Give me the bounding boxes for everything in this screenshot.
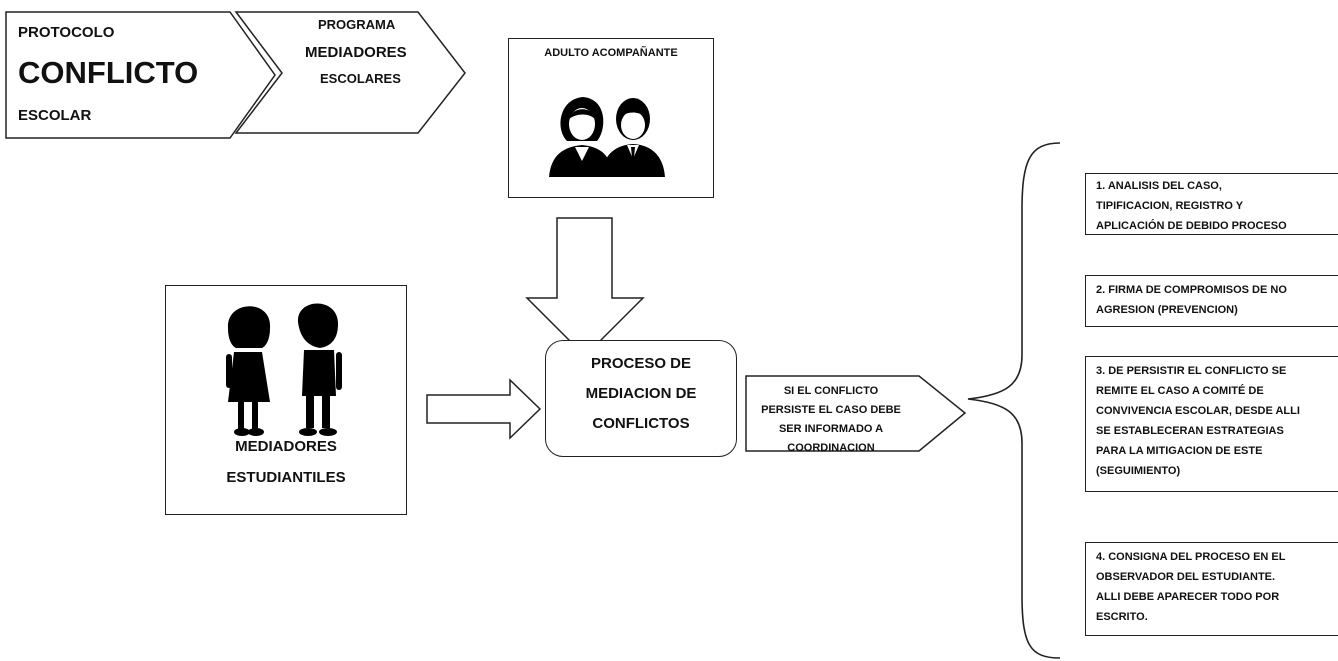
children-icon (226, 303, 342, 436)
proceso-line2: MEDIACION DE (585, 385, 697, 402)
mediadores-line2: ESTUDIANTILES (226, 469, 346, 486)
mediadores-box: MEDIADORES ESTUDIANTILES (165, 285, 407, 515)
step-1-text: 1. ANALISIS DEL CASO, TIPIFICACION, REGI… (1096, 180, 1287, 232)
programa-line2: MEDIADORES (305, 44, 407, 61)
proceso-line1: PROCESO DE (590, 355, 692, 372)
down-arrow (525, 217, 645, 358)
informe-line1: SI EL CONFLICTO (783, 385, 879, 397)
protocolo-line1: PROTOCOLO (18, 24, 115, 41)
informe-line2: PERSISTE EL CASO DEBE (761, 404, 901, 416)
protocolo-title: CONFLICTO (18, 55, 199, 90)
step-2-box: 2. FIRMA DE COMPROMISOS DE NO AGRESION (… (1085, 275, 1338, 327)
step-3-box: 3. DE PERSISTIR EL CONFLICTO SE REMITE E… (1085, 356, 1338, 492)
programa-line1: PROGRAMA (318, 17, 396, 32)
curly-brace (967, 142, 1061, 659)
step-1-box: 1. ANALISIS DEL CASO, TIPIFICACION, REGI… (1085, 173, 1338, 235)
programa-line3: ESCOLARES (320, 71, 401, 86)
mediadores-line1: MEDIADORES (235, 438, 337, 455)
right-arrow (426, 378, 542, 440)
informe-pentagon (745, 375, 967, 452)
protocolo-line3: ESCOLAR (18, 107, 92, 124)
adults-icon (549, 97, 665, 177)
informe-line4: COORDINACION (787, 442, 875, 454)
programa-chevron (234, 11, 466, 134)
step-3-text: 3. DE PERSISTIR EL CONFLICTO SE REMITE E… (1096, 365, 1300, 477)
proceso-box: PROCESO DE MEDIACION DE CONFLICTOS (545, 340, 737, 457)
adulto-box: ADULTO ACOMPAÑANTE (508, 38, 714, 198)
step-4-box: 4. CONSIGNA DEL PROCESO EN EL OBSERVADOR… (1085, 542, 1338, 636)
protocolo-chevron (5, 11, 276, 139)
step-4-text: 4. CONSIGNA DEL PROCESO EN EL OBSERVADOR… (1096, 551, 1286, 623)
informe-line3: SER INFORMADO A (778, 423, 884, 435)
adulto-title: ADULTO ACOMPAÑANTE (544, 47, 678, 59)
step-2-text: 2. FIRMA DE COMPROMISOS DE NO AGRESION (… (1096, 284, 1287, 316)
proceso-line3: CONFLICTOS (592, 415, 690, 432)
